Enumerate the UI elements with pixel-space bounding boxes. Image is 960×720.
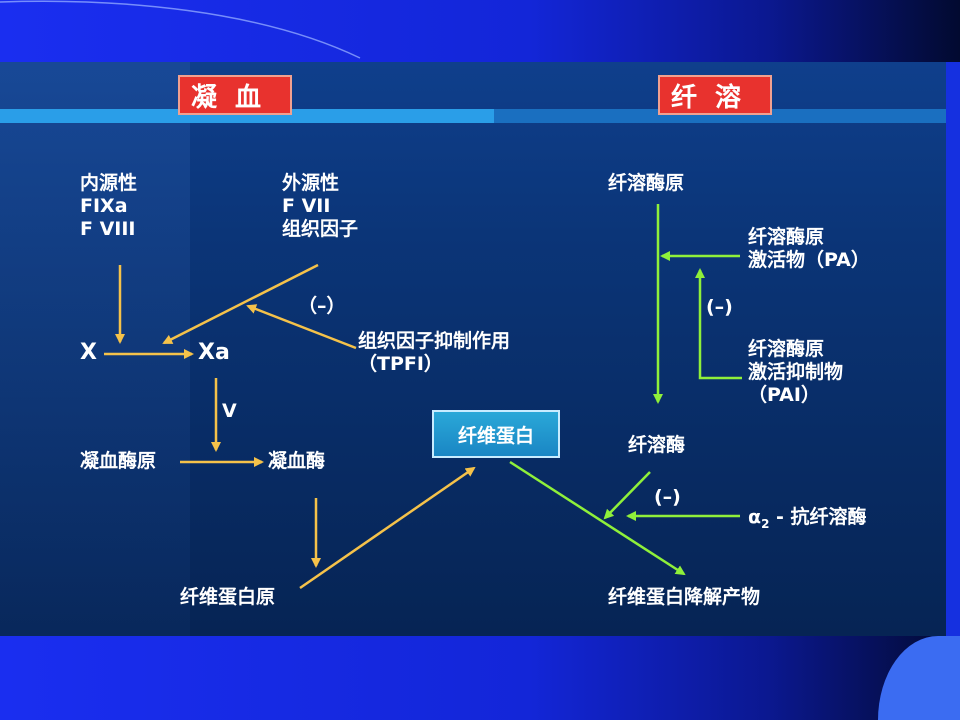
tfpi-label: 组织因子抑制作用 （TPFI） <box>358 330 511 375</box>
panel-band-left <box>0 109 494 123</box>
pai-label: 纤溶酶原 激活抑制物 （PAI） <box>748 338 844 406</box>
arrow-fibrin-to-fdp <box>509 460 686 576</box>
intrinsic-label: 内源性 FIXa F VIII <box>80 172 138 240</box>
pai-inhibit-sign: (–) <box>706 296 733 318</box>
plasminogen: 纤溶酶原 <box>608 172 685 194</box>
arrow-fibrinogen-to-fibrin <box>299 466 476 590</box>
extrinsic-label: 外源性 F VII 组织因子 <box>282 172 359 240</box>
slide-bottom-bar <box>0 636 960 720</box>
factor-x: X <box>80 340 97 365</box>
pa-label: 纤溶酶原 激活物（PA） <box>748 226 870 271</box>
fibrin-box: 纤维蛋白 <box>432 410 560 458</box>
prothrombin: 凝血酶原 <box>80 450 157 472</box>
arrow-pai-inhibit <box>695 268 742 380</box>
antiplasmin-label: α2 - 抗纤溶酶 <box>748 506 867 531</box>
heading-coagulation: 凝血 <box>178 75 292 115</box>
panel-left-shade <box>0 62 190 636</box>
fibrin-degradation-products: 纤维蛋白降解产物 <box>608 586 761 608</box>
diagram-panel <box>0 62 946 636</box>
fibrinogen: 纤维蛋白原 <box>180 586 276 608</box>
thrombin: 凝血酶 <box>268 450 326 472</box>
arrow-extrinsic-to-x <box>162 263 319 345</box>
factor-xa: Xa <box>198 340 230 365</box>
plasmin: 纤溶酶 <box>628 434 686 456</box>
arrow-tfpi-inhibit <box>246 304 357 350</box>
decorative-swoosh <box>0 0 361 59</box>
antiplasmin-inhibit-sign: (–) <box>654 486 681 508</box>
slide-top-bar <box>0 0 960 62</box>
panel-band-right <box>494 109 946 123</box>
heading-fibrinolysis: 纤溶 <box>658 75 772 115</box>
arrow-plasmin-to-fdp-branch <box>603 471 651 520</box>
factor-v: V <box>222 400 237 422</box>
tfpi-inhibit-sign: （–） <box>298 295 346 317</box>
